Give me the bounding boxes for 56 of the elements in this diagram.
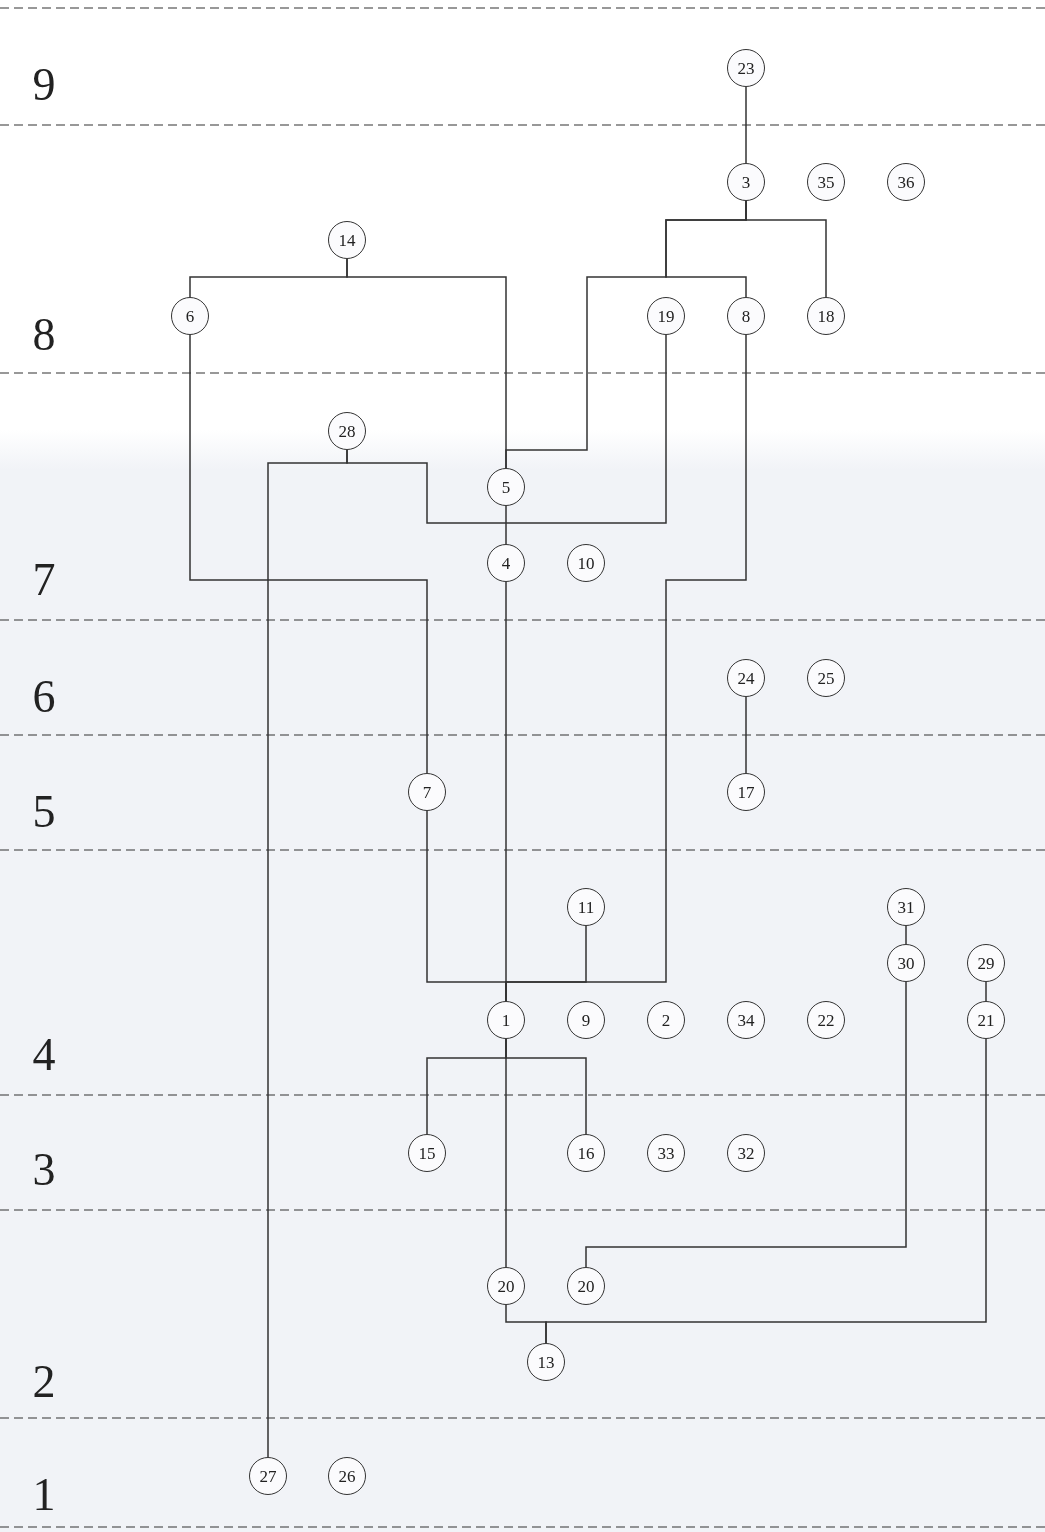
factor-circle: 25 [807,659,845,697]
factor-circle: 5 [487,468,525,506]
factor-circle: 21 [967,1001,1005,1039]
factor-circle: 23 [727,49,765,87]
factor-circle: 22 [807,1001,845,1039]
level-number: 4 [31,1028,57,1082]
factor-circle: 27 [249,1457,287,1495]
level-number: 5 [31,785,57,839]
connector-line [905,925,907,945]
connector-line [985,981,987,1002]
factor-circle: 8 [727,297,765,335]
connector-line [189,334,428,774]
factor-circle: 3 [727,163,765,201]
connector-line [505,1304,547,1344]
level-number: 9 [31,58,57,112]
factor-circle: 2 [647,1001,685,1039]
factor-circle: 33 [647,1134,685,1172]
factor-circle: 11 [567,888,605,926]
factor-circle: 29 [967,944,1005,982]
level-number: 3 [31,1143,57,1197]
factor-circle: 31 [887,888,925,926]
connector-line [346,258,507,469]
factor-circle: 16 [567,1134,605,1172]
factor-circle: 9 [567,1001,605,1039]
factor-circle: 7 [408,773,446,811]
connector-line [745,696,747,774]
factor-circle: 13 [527,1343,565,1381]
connector-line [505,1038,507,1268]
connector-line [346,334,667,524]
factor-circle: 1 [487,1001,525,1039]
level-number: 2 [31,1355,57,1409]
factor-circle: 20 [567,1267,605,1305]
factor-circle: 18 [807,297,845,335]
factor-circle: 14 [328,221,366,259]
factor-circle: 17 [727,773,765,811]
factor-circle: 30 [887,944,925,982]
level-number: 6 [31,670,57,724]
factor-circle: 28 [328,412,366,450]
level-number: 8 [31,308,57,362]
factor-circle: 35 [807,163,845,201]
factor-circle: 19 [647,297,685,335]
level-number: 7 [31,553,57,607]
factor-circle: 6 [171,297,209,335]
connector-line [745,86,747,164]
factor-circle: 20 [487,1267,525,1305]
factor-circle: 24 [727,659,765,697]
factor-circle: 10 [567,544,605,582]
factor-circle: 36 [887,163,925,201]
connector-line [505,505,507,545]
factor-circle: 34 [727,1001,765,1039]
factor-circle: 15 [408,1134,446,1172]
factor-circle: 32 [727,1134,765,1172]
factor-circle: 4 [487,544,525,582]
connector-line [585,981,907,1268]
level-number: 1 [31,1468,57,1522]
factor-circle: 26 [328,1457,366,1495]
